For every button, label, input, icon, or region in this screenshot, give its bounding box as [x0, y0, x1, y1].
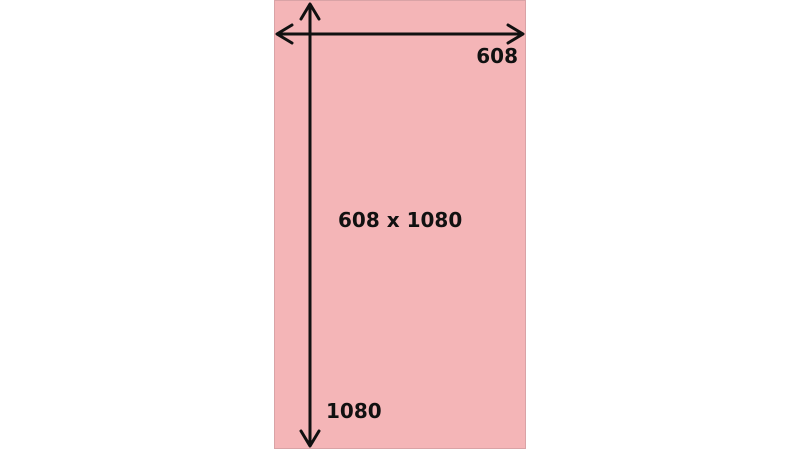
height-dimension-label: 1080 [326, 399, 382, 423]
aspect-ratio-panel [274, 0, 526, 449]
width-dimension-label: 608 [476, 44, 518, 68]
size-dimension-label: 608 x 1080 [338, 208, 463, 232]
vertical-double-arrow-icon [299, 2, 321, 448]
horizontal-double-arrow-icon [275, 23, 525, 45]
